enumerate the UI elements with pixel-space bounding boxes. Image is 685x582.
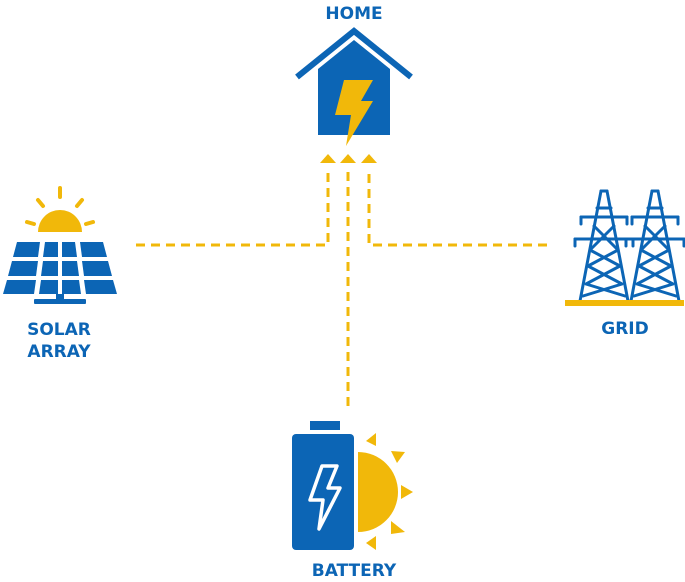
arrowhead-left — [320, 154, 336, 163]
battery-icon — [292, 421, 354, 550]
transmission-tower-icon — [573, 189, 685, 303]
house-lightning-icon — [295, 27, 413, 146]
solar-label-line1: SOLAR — [27, 320, 91, 340]
arrowhead-right — [361, 154, 377, 163]
battery-label: BATTERY — [312, 561, 397, 581]
sun-icon — [25, 186, 95, 232]
arrowhead-center — [340, 154, 356, 163]
grid-label: GRID — [601, 319, 648, 339]
flow-arrowheads — [320, 154, 377, 163]
flow-connectors — [136, 168, 547, 406]
tower-right — [624, 189, 685, 303]
battery-sun-icon — [292, 421, 413, 550]
solar-to-home-connector — [136, 168, 330, 247]
sun-icon — [358, 433, 413, 550]
tower-left — [573, 189, 635, 303]
ground-line — [565, 300, 684, 306]
solar-panel-icon — [3, 242, 117, 304]
solar-label-line2: ARRAY — [27, 342, 91, 362]
home-label: HOME — [325, 4, 382, 24]
grid-to-home-connector — [367, 168, 547, 247]
solar-panel-sun-icon — [3, 186, 117, 304]
